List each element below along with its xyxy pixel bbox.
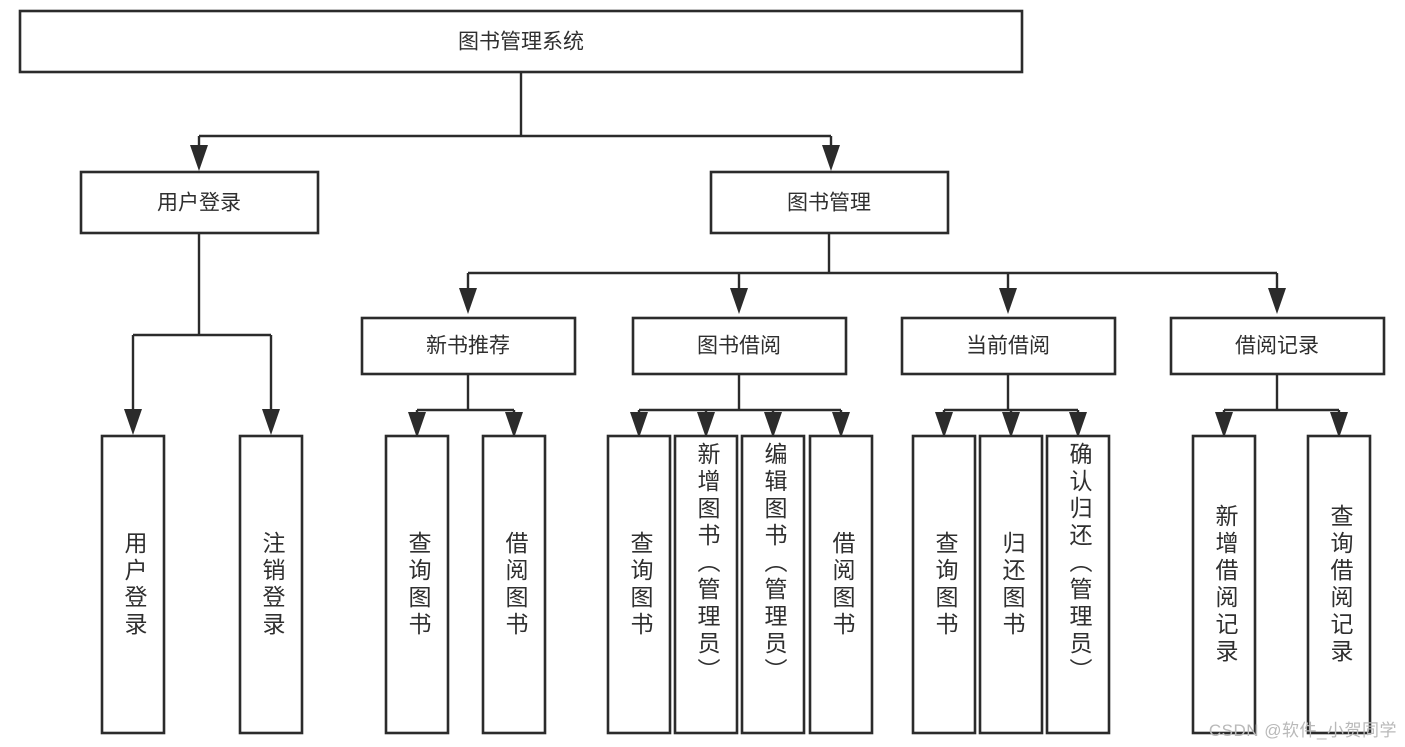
node-user-login-label: 用户登录 bbox=[157, 192, 241, 215]
leaf-current-return[interactable] bbox=[978, 434, 1044, 735]
node-book-management-label: 图书管理 bbox=[787, 192, 871, 215]
arrow-icon bbox=[1069, 412, 1087, 438]
arrow-icon bbox=[999, 288, 1017, 314]
node-new-book-recommend-label: 新书推荐 bbox=[426, 335, 510, 358]
node-borrow-records-label: 借阅记录 bbox=[1235, 335, 1319, 358]
leaf-borrow-add[interactable] bbox=[673, 434, 739, 735]
leaf-borrow-edit[interactable] bbox=[740, 434, 806, 735]
leaf-newbook-query[interactable] bbox=[384, 434, 450, 735]
leaf-current-confirm[interactable] bbox=[1045, 434, 1111, 735]
connector-bookmgmt-to-level3 bbox=[459, 233, 1286, 314]
node-root[interactable]: 图书管理系统 bbox=[18, 9, 1024, 74]
leaf-current-query[interactable] bbox=[911, 434, 977, 735]
connector-current-to-leaves bbox=[935, 374, 1087, 438]
node-book-borrow-label: 图书借阅 bbox=[697, 335, 781, 358]
leaf-records-add[interactable] bbox=[1191, 434, 1257, 735]
arrow-icon bbox=[730, 288, 748, 314]
arrow-icon bbox=[764, 412, 782, 438]
connector-newbook-to-leaves bbox=[408, 374, 523, 438]
leaf-user-login-login[interactable] bbox=[100, 434, 166, 735]
connector-records-to-leaves bbox=[1215, 374, 1348, 438]
arrow-icon bbox=[822, 145, 840, 171]
node-root-label: 图书管理系统 bbox=[458, 31, 584, 54]
arrow-icon bbox=[124, 409, 142, 435]
node-book-management[interactable]: 图书管理 bbox=[709, 170, 950, 235]
leaf-borrow-borrow[interactable] bbox=[808, 434, 874, 735]
leaf-borrow-query[interactable] bbox=[606, 434, 672, 735]
arrow-icon bbox=[1002, 412, 1020, 438]
arrow-icon bbox=[935, 412, 953, 438]
arrow-icon bbox=[832, 412, 850, 438]
arrow-icon bbox=[697, 412, 715, 438]
arrow-icon bbox=[408, 412, 426, 438]
leaf-records-query[interactable] bbox=[1306, 434, 1372, 735]
arrow-icon bbox=[190, 145, 208, 171]
arrow-icon bbox=[505, 412, 523, 438]
connector-borrow-to-leaves bbox=[630, 374, 850, 438]
arrow-icon bbox=[1268, 288, 1286, 314]
leaf-newbook-borrow[interactable] bbox=[481, 434, 547, 735]
arrow-icon bbox=[1215, 412, 1233, 438]
node-current-borrow[interactable]: 当前借阅 bbox=[900, 316, 1117, 376]
arrow-icon bbox=[459, 288, 477, 314]
leaf-user-login-logout[interactable] bbox=[238, 434, 304, 735]
arrow-icon bbox=[1330, 412, 1348, 438]
node-current-borrow-label: 当前借阅 bbox=[966, 335, 1050, 358]
node-new-book-recommend[interactable]: 新书推荐 bbox=[360, 316, 577, 376]
node-book-borrow[interactable]: 图书借阅 bbox=[631, 316, 848, 376]
arrow-icon bbox=[630, 412, 648, 438]
connector-root-to-level2 bbox=[190, 72, 840, 171]
arrow-icon bbox=[262, 409, 280, 435]
connector-userlogin-to-leaves bbox=[124, 233, 280, 435]
node-borrow-records[interactable]: 借阅记录 bbox=[1169, 316, 1386, 376]
node-user-login[interactable]: 用户登录 bbox=[79, 170, 320, 235]
